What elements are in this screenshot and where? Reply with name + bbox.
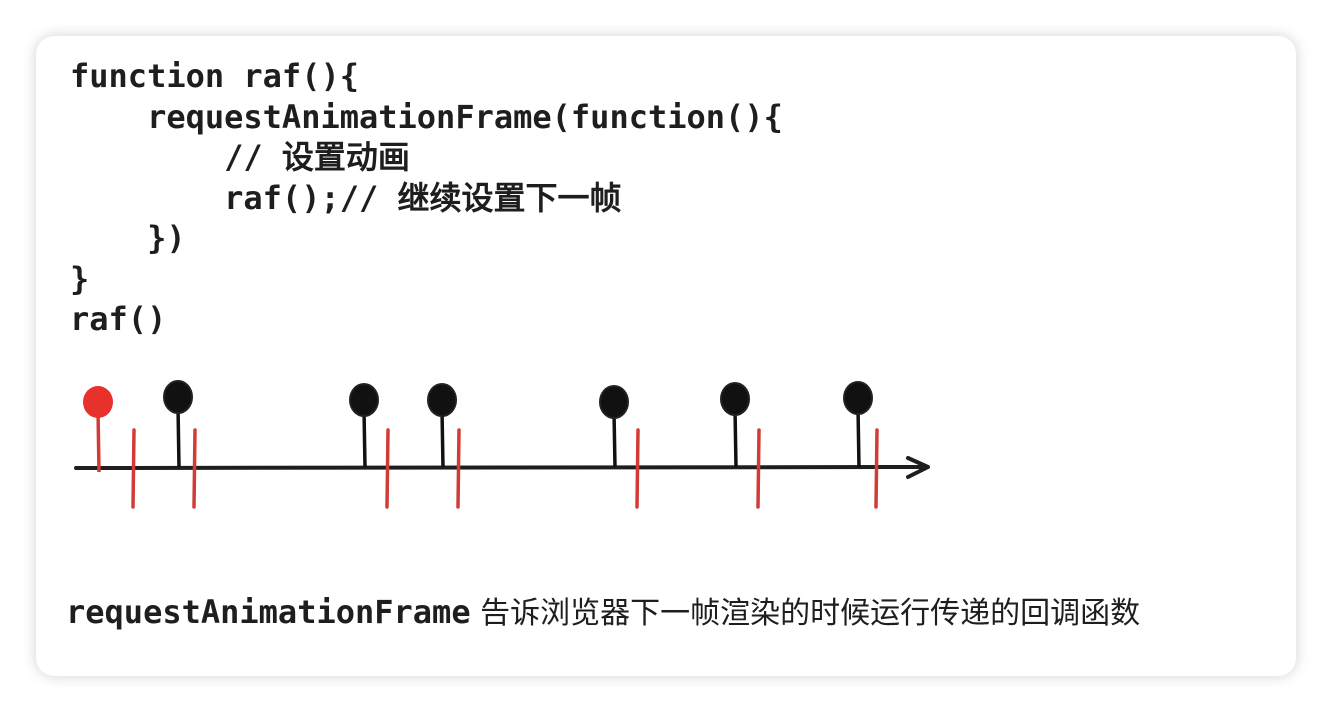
- code-line: }): [70, 219, 186, 257]
- code-block: function raf(){ requestAnimationFrame(fu…: [70, 56, 783, 340]
- code-line: raf(): [70, 300, 167, 338]
- frame-tick: [874, 428, 879, 509]
- callback-pin-stem: [856, 407, 861, 468]
- frame-tick: [635, 428, 640, 509]
- caption: requestAnimationFrame 告诉浏览器下一帧渲染的时候运行传递的…: [66, 588, 1140, 632]
- axis-arrowhead: [906, 456, 930, 479]
- frame-tick: [192, 428, 197, 509]
- frame-tick: [385, 428, 390, 509]
- frame-tick: [756, 428, 761, 509]
- diagram-card: [36, 36, 1296, 676]
- frame-tick: [131, 428, 136, 509]
- callback-pin-head: [843, 381, 873, 415]
- callback-pin-stem: [440, 409, 445, 468]
- callback-pin-stem: [733, 408, 738, 468]
- callback-pin-stem: [612, 411, 617, 468]
- frame-tick: [456, 428, 461, 509]
- caption-code: requestAnimationFrame: [66, 593, 471, 631]
- start-pin-head: [83, 386, 113, 418]
- callback-pin-head: [720, 382, 750, 416]
- callback-pin-stem: [362, 409, 367, 468]
- code-line: }: [70, 259, 90, 298]
- callback-pin-head: [427, 383, 457, 417]
- callback-pin-stem: [176, 406, 181, 468]
- callback-pin-head: [349, 383, 379, 417]
- callback-pin-head: [599, 385, 629, 419]
- callback-pin-head: [163, 380, 193, 414]
- code-line: requestAnimationFrame(function(){: [70, 97, 783, 136]
- caption-text: 告诉浏览器下一帧渲染的时候运行传递的回调函数: [470, 596, 1141, 631]
- code-line: raf();// 继续设置下一帧: [70, 178, 622, 217]
- timeline-axis: [74, 465, 928, 470]
- start-pin-stem: [96, 409, 101, 473]
- code-line: // 设置动画: [70, 138, 410, 176]
- code-line: function raf(){: [70, 57, 359, 95]
